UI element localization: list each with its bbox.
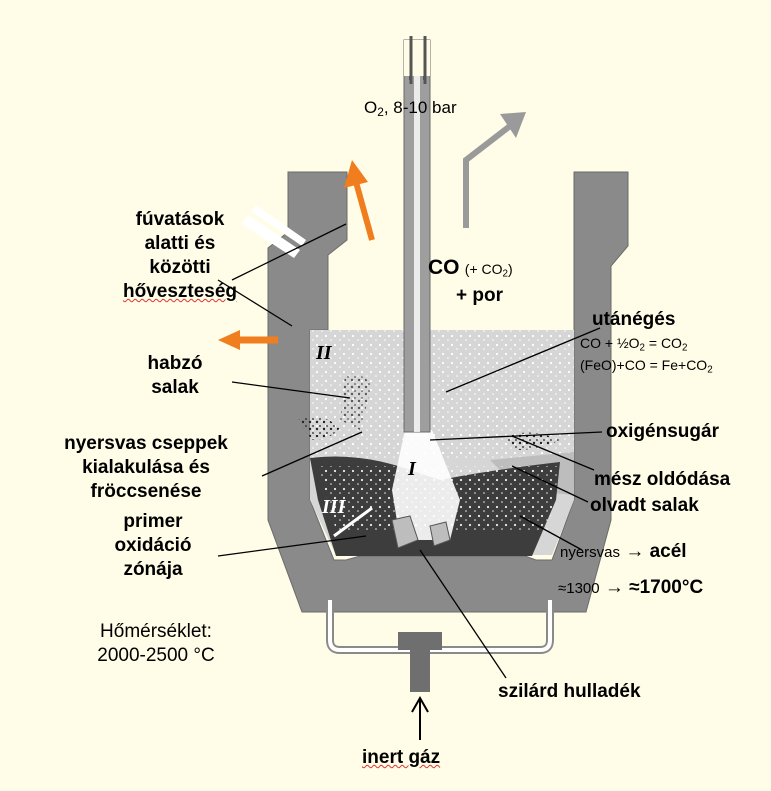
lime-dissolution-label: mész oldódása xyxy=(594,468,730,492)
heat-loss-arrow-up xyxy=(356,182,372,240)
exhaust-arrow xyxy=(466,126,510,228)
tuyere-plug xyxy=(398,632,442,650)
afterburn-eq1: CO + ½O2 = CO2 xyxy=(580,334,687,353)
afterburn-title: utánégés xyxy=(592,308,675,332)
co-label: CO (+ CO2) xyxy=(428,256,513,281)
droplets-label: nyersvas cseppek kialakulása és fröccsen… xyxy=(36,432,256,504)
heat-loss-label: fúvatások alatti és közötti hőveszteség xyxy=(100,208,260,304)
scrap-label: szilárd hulladék xyxy=(498,680,641,704)
conversion-label: nyersvas → acél xyxy=(560,540,687,565)
conversion-temps: ≈1300 → ≈1700°C xyxy=(558,576,703,601)
afterburn-eq2: (FeO)+CO = Fe+CO2 xyxy=(580,356,713,375)
zone-1-label: I xyxy=(408,458,416,481)
dust-label: + por xyxy=(456,284,503,308)
zone-3-label: III xyxy=(322,496,345,519)
oxygen-jet-label: oxigénsugár xyxy=(606,420,719,444)
zone-2-label: II xyxy=(316,342,332,365)
molten-slag-label: olvadt salak xyxy=(590,494,699,518)
oxygen-pressure-label: O2, 8-10 bar xyxy=(364,96,457,120)
temperature-label: Hőmérséklet: 2000-2500 °C xyxy=(66,620,246,668)
primary-oxidation-label: primer oxidáció zónája xyxy=(88,510,218,582)
inert-gas-label: inert gáz xyxy=(362,746,440,770)
foam-slag-label: habzó salak xyxy=(120,352,230,400)
